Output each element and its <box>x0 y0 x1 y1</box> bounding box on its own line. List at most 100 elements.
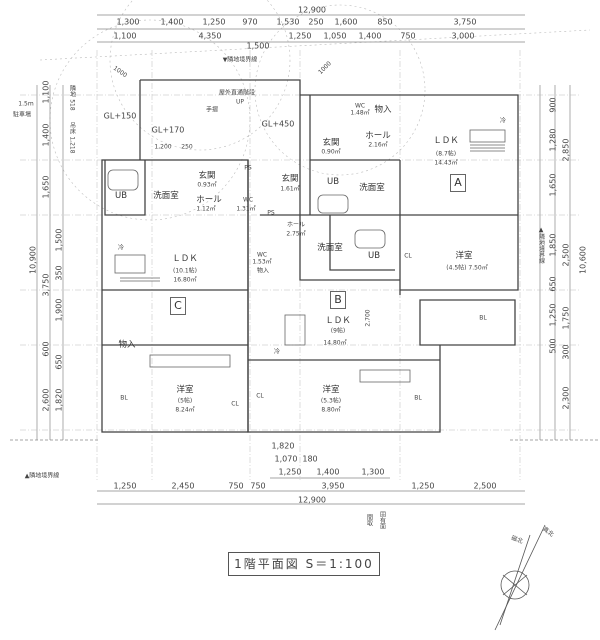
top-dimension: 3,750 <box>453 17 477 27</box>
fixtures <box>107 129 506 383</box>
room-size-jo: (4.5帖) 7.50㎡ <box>446 264 488 272</box>
top-overall-dimension: 12,900 <box>298 5 326 15</box>
exterior-stair-label: 屋外直通階段 <box>218 89 256 97</box>
balcony-label: BL <box>120 394 128 402</box>
room-size-jo: (10.1帖) <box>172 267 198 275</box>
room-label-western-room-c: 洋室 <box>176 385 194 395</box>
left-note: 駐車場 <box>12 111 32 119</box>
dimension-label: 2,700 <box>364 309 372 327</box>
left-dimension: 350 <box>54 265 64 281</box>
left-note: 1.5m <box>18 100 34 108</box>
bottom-dimension: 750 <box>250 481 266 491</box>
drawing-title: 1階平面図 S＝1:100 <box>228 552 380 576</box>
top-dimension: 850 <box>377 17 393 27</box>
left-dimension: 1,650 <box>41 175 51 199</box>
room-label-bath-b: UB <box>367 251 381 261</box>
closet-label: CL <box>231 400 239 408</box>
bottom-dimension: 1,300 <box>361 467 385 477</box>
bottom-dimension: 2,450 <box>171 481 195 491</box>
room-label-ldk-c: ＬＤＫ <box>172 254 198 264</box>
room-label-storage-b: 物入 <box>256 267 270 275</box>
top-dimension: 4,350 <box>198 31 222 41</box>
dimension-label: 250 <box>181 143 193 151</box>
compass-rose <box>494 524 546 631</box>
right-dimension: 2,850 <box>561 138 571 162</box>
floor-level-label: GL+170 <box>151 125 185 135</box>
right-dimension: 1,650 <box>548 173 558 197</box>
room-area: 0.93㎡ <box>197 181 217 189</box>
right-dimension: 650 <box>548 276 558 292</box>
bottom-dimension: 1,820 <box>271 441 295 451</box>
top-dimension: 1,400 <box>358 31 382 41</box>
room-label-wc-a: WC <box>354 102 366 110</box>
bottom-dimension: 3,950 <box>321 481 345 491</box>
walls <box>101 79 519 433</box>
right-dimension: 1,280 <box>548 128 558 152</box>
room-label-wc-b: WC <box>256 251 268 259</box>
left-dimension: 1,400 <box>41 123 51 147</box>
dimension-lines <box>10 14 600 505</box>
left-dimension: 600 <box>41 341 51 357</box>
room-label-hall-b: ホール <box>286 221 306 229</box>
left-dimension: 1,900 <box>54 298 64 322</box>
room-label-bath-c: UB <box>114 191 128 201</box>
center-note: 間取 <box>365 514 373 526</box>
room-label-washroom-b: 洗面室 <box>317 243 343 253</box>
left-dimension: 1,820 <box>54 388 64 412</box>
room-size-jo: (8.7帖) <box>435 150 457 158</box>
room-label-entrance-a: 玄関 <box>322 138 340 148</box>
room-area: 1.61㎡ <box>280 185 300 193</box>
bottom-dimension: 1,250 <box>411 481 435 491</box>
unit-marker-b: B <box>330 291 346 309</box>
room-area: 1.48㎡ <box>350 109 370 117</box>
room-label-entrance-b: 玄関 <box>281 174 299 184</box>
closet-label: CL <box>404 252 412 260</box>
unit-marker-a: A <box>450 174 466 192</box>
right-dimension: 2,300 <box>561 386 571 410</box>
right-dimension: 500 <box>548 338 558 354</box>
bottom-dimension: 1,250 <box>278 467 302 477</box>
top-dimension: 750 <box>400 31 416 41</box>
handrail-label: 手摺 <box>205 106 219 114</box>
room-label-ldk-a: ＬＤＫ <box>433 136 459 146</box>
right-dimension: 1,250 <box>548 303 558 327</box>
left-note: 吊床 1,218 <box>68 122 76 154</box>
room-label-storage-c: 物入 <box>118 340 136 350</box>
pipe-space-label: PS <box>267 209 275 217</box>
right-dimension: 1,750 <box>561 306 571 330</box>
balcony-label: BL <box>479 314 487 322</box>
right-dimension: 900 <box>548 97 558 113</box>
right-dimension: 1,850 <box>548 233 558 257</box>
room-area: 2.75㎡ <box>286 230 306 238</box>
room-label-hall-a: ホール <box>365 131 391 141</box>
room-area: 0.90㎡ <box>321 148 341 156</box>
unit-marker-c: C <box>170 297 186 315</box>
top-dimension: 1,300 <box>116 17 140 27</box>
room-label-bath-a: UB <box>326 177 340 187</box>
room-area: 14.43㎡ <box>434 159 458 167</box>
room-label-hall-c: ホール <box>196 195 222 205</box>
dimension-label: 1,200 <box>154 143 172 151</box>
bottom-dimension: 1,070 <box>274 454 298 464</box>
top-dimension: 1,400 <box>160 17 184 27</box>
boundary-note: ▼隣地境界線 <box>222 56 258 64</box>
left-dimension: 1,100 <box>41 80 51 104</box>
top-dimension: 1,050 <box>323 31 347 41</box>
boundary-note: ▲隣地境界線 <box>537 226 545 264</box>
fridge-label: 冷 <box>499 117 507 125</box>
left-dimension: 1,500 <box>54 228 64 252</box>
room-area: 1.12㎡ <box>196 205 216 213</box>
room-label-washroom-a: 洗面室 <box>359 183 385 193</box>
bottom-dimension: 1,400 <box>316 467 340 477</box>
left-note: 隣地 518 <box>68 85 76 111</box>
top-dimension: 1,530 <box>276 17 300 27</box>
fridge-label: 冷 <box>273 348 281 356</box>
floor-level-label: GL+150 <box>103 111 137 121</box>
room-label-ldk-b: ＬＤＫ <box>325 316 351 326</box>
top-dimension: 3,000 <box>451 31 475 41</box>
top-dimension: 1,100 <box>113 31 137 41</box>
up-label: UP <box>235 98 245 106</box>
floor-level-label: GL+450 <box>261 119 295 129</box>
